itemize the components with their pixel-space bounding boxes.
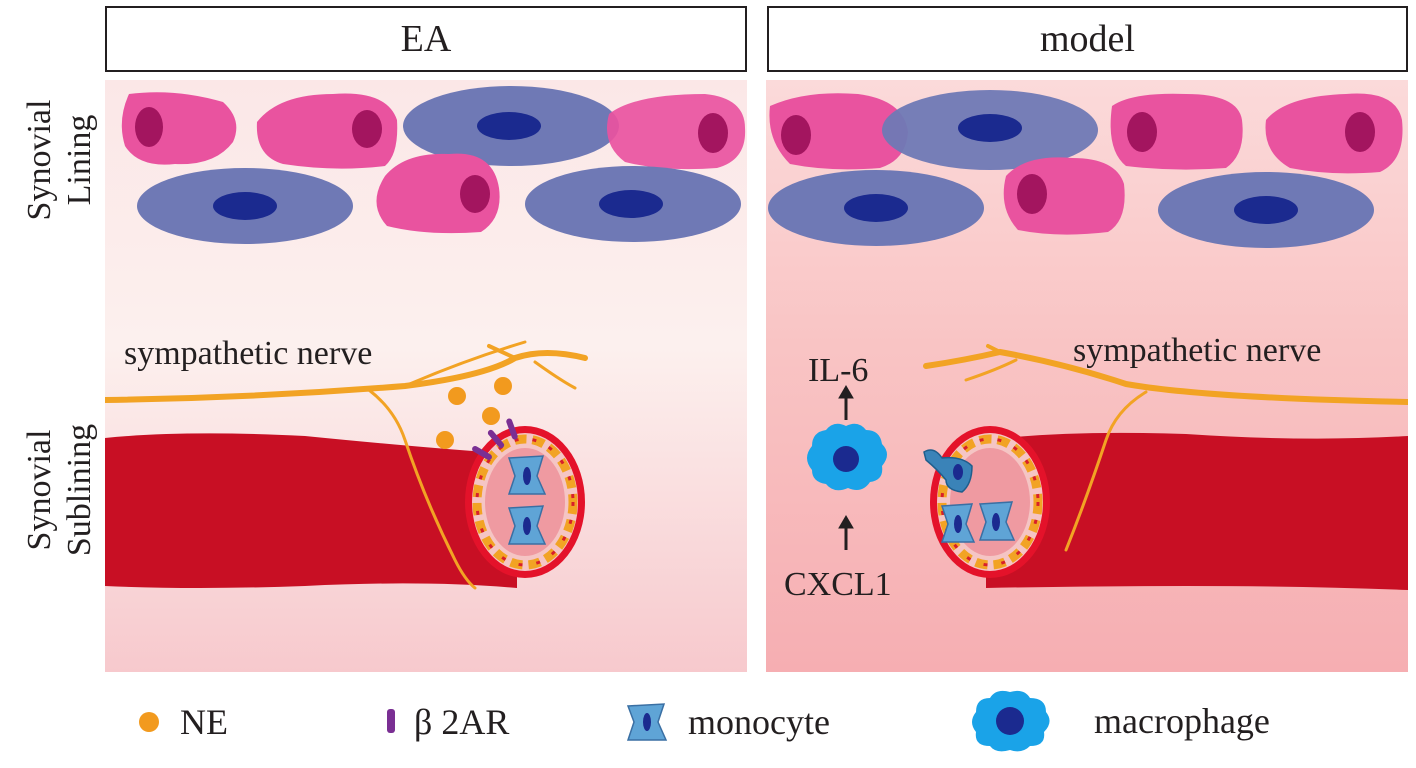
- fibroblast-nucleus: [1345, 112, 1375, 152]
- panel-title-model: model: [767, 6, 1408, 72]
- ea-lining-cells: [121, 86, 746, 244]
- ea-panel: [105, 80, 747, 672]
- panel-title-model-text: model: [1040, 18, 1135, 60]
- panel-title-ea-text: EA: [400, 18, 452, 60]
- model-panel: [766, 80, 1408, 672]
- fibroblast-nucleus: [135, 107, 163, 147]
- b2ar-receptor: [487, 429, 505, 449]
- row-label-lining: Synovial Lining: [10, 80, 110, 240]
- macrophage-lining-nucleus: [844, 194, 908, 222]
- row-label-sublining-line1: Synovial: [21, 429, 58, 551]
- fibroblast-nucleus: [352, 110, 382, 148]
- cytokine-cxcl1: CXCL1: [784, 566, 892, 603]
- fibroblast-nucleus: [460, 175, 490, 213]
- model-lining-cells: [768, 90, 1403, 248]
- b2ar-receptors: [472, 418, 518, 460]
- legend-ne: NE: [136, 696, 228, 748]
- cytokine-arrows: [838, 385, 854, 550]
- row-label-sublining: Synovial Sublining: [10, 390, 110, 590]
- ne-molecules: [436, 377, 512, 449]
- macrophage-lining-nucleus: [599, 190, 663, 218]
- blood-vessel: [105, 433, 517, 588]
- macrophage-free: [807, 423, 887, 491]
- macrophage-lining-nucleus: [213, 192, 277, 220]
- row-label-lining-line1: Synovial: [21, 99, 58, 221]
- macrophage-lining-nucleus: [477, 112, 541, 140]
- ne-dot: [494, 377, 512, 395]
- legend-macrophage: macrophage: [968, 686, 1270, 756]
- blood-vessel: [986, 432, 1408, 590]
- sympathetic-nerve: [105, 340, 588, 590]
- legend-monocyte: monocyte: [624, 696, 830, 748]
- transmigrating-monocyte: [923, 449, 973, 493]
- ne-dot: [482, 407, 500, 425]
- fibroblast-nucleus: [698, 113, 728, 153]
- row-label-lining-line2: Lining: [61, 114, 98, 206]
- macrophage-lining-nucleus: [958, 114, 1022, 142]
- monocyte-icon: [626, 703, 668, 741]
- b2ar-receptor: [506, 418, 518, 440]
- fibroblast-cell: [376, 153, 500, 234]
- legend-b2ar-label: β 2AR: [414, 702, 510, 742]
- fibroblast-nucleus: [1017, 174, 1047, 214]
- ne-dot: [448, 387, 466, 405]
- sympathetic-nerve: [923, 344, 1408, 552]
- legend-b2ar: β 2AR: [384, 696, 509, 748]
- legend-monocyte-label: monocyte: [688, 702, 830, 742]
- orange-dot-icon: [139, 712, 159, 732]
- cytokine-il6: IL-6: [808, 352, 869, 389]
- fibroblast-nucleus: [781, 115, 811, 155]
- vessel-cross-section: [923, 426, 1050, 578]
- legend-macrophage-label: macrophage: [1094, 701, 1270, 741]
- ne-dot: [436, 431, 454, 449]
- fibroblast-nucleus: [1127, 112, 1157, 152]
- ea-nerve-label: sympathetic nerve: [124, 335, 373, 372]
- vessel-cross-section: [465, 426, 585, 578]
- legend-ne-label: NE: [180, 702, 228, 742]
- fibroblast-cell: [1265, 93, 1403, 174]
- row-label-sublining-line2: Sublining: [61, 423, 98, 557]
- purple-receptor-icon: [387, 709, 395, 733]
- macrophage-lining-nucleus: [1234, 196, 1298, 224]
- b2ar-receptor: [472, 446, 492, 460]
- panel-title-ea: EA: [105, 6, 747, 72]
- macrophage-icon: [972, 690, 1050, 752]
- model-nerve-label: sympathetic nerve: [1073, 332, 1322, 369]
